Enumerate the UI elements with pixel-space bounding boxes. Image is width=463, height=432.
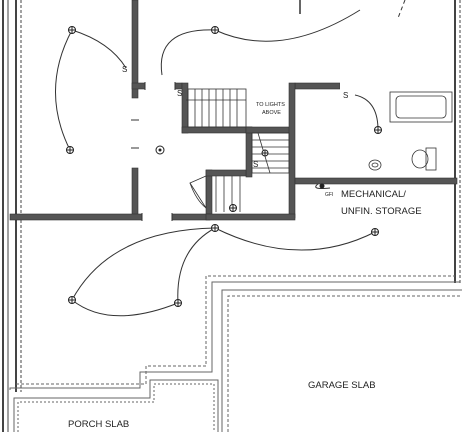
- crossed-circle-icon: [371, 228, 379, 236]
- crossed-circle-icon: [174, 299, 182, 307]
- gfi-label: GFI: [325, 192, 333, 198]
- crossed-circle-icon: [68, 26, 76, 34]
- bathtub: [389, 91, 453, 123]
- switch-s-icon: S: [177, 89, 182, 98]
- crossed-circle-icon: [211, 26, 219, 34]
- gfi-outlet-icon: [319, 183, 325, 189]
- smoke-detector-icon: [155, 145, 165, 155]
- to-lights-label-line1: TO LIGHTS: [256, 102, 285, 108]
- switch-s-icon: S: [253, 160, 258, 169]
- closet-door: [189, 175, 207, 210]
- crossed-circle-icon: [229, 204, 237, 212]
- wiring-arcs: [55, 9, 379, 317]
- door-openings: [131, 82, 346, 221]
- to-lights-label-line2: ABOVE: [262, 110, 281, 116]
- crossed-circle-icon: [211, 224, 219, 232]
- mechanical-label-line1: MECHANICAL/: [341, 189, 406, 200]
- crossed-circle-icon: [66, 146, 74, 154]
- switches: S S S S: [122, 65, 348, 169]
- sink: [368, 159, 382, 171]
- garage-slab-outline: [9, 275, 462, 432]
- toilet: [411, 147, 437, 171]
- light-fixtures: [66, 26, 382, 307]
- crossed-circle-icon: [261, 149, 269, 157]
- staircase-upper: [186, 88, 247, 128]
- crossed-circle-icon: [374, 126, 382, 134]
- staircase-lower: [251, 132, 290, 174]
- switch-s-icon: S: [122, 65, 127, 74]
- mechanical-label-line2: UNFIN. STORAGE: [341, 206, 422, 217]
- interior-walls: [9, 0, 458, 221]
- wiring-stub: [397, 0, 406, 19]
- garage-slab-label: GARAGE SLAB: [308, 380, 376, 391]
- staircase-closet: [215, 176, 241, 212]
- crossed-circle-icon: [68, 296, 76, 304]
- switch-s-icon: S: [343, 91, 348, 100]
- porch-slab-label: PORCH SLAB: [68, 419, 129, 430]
